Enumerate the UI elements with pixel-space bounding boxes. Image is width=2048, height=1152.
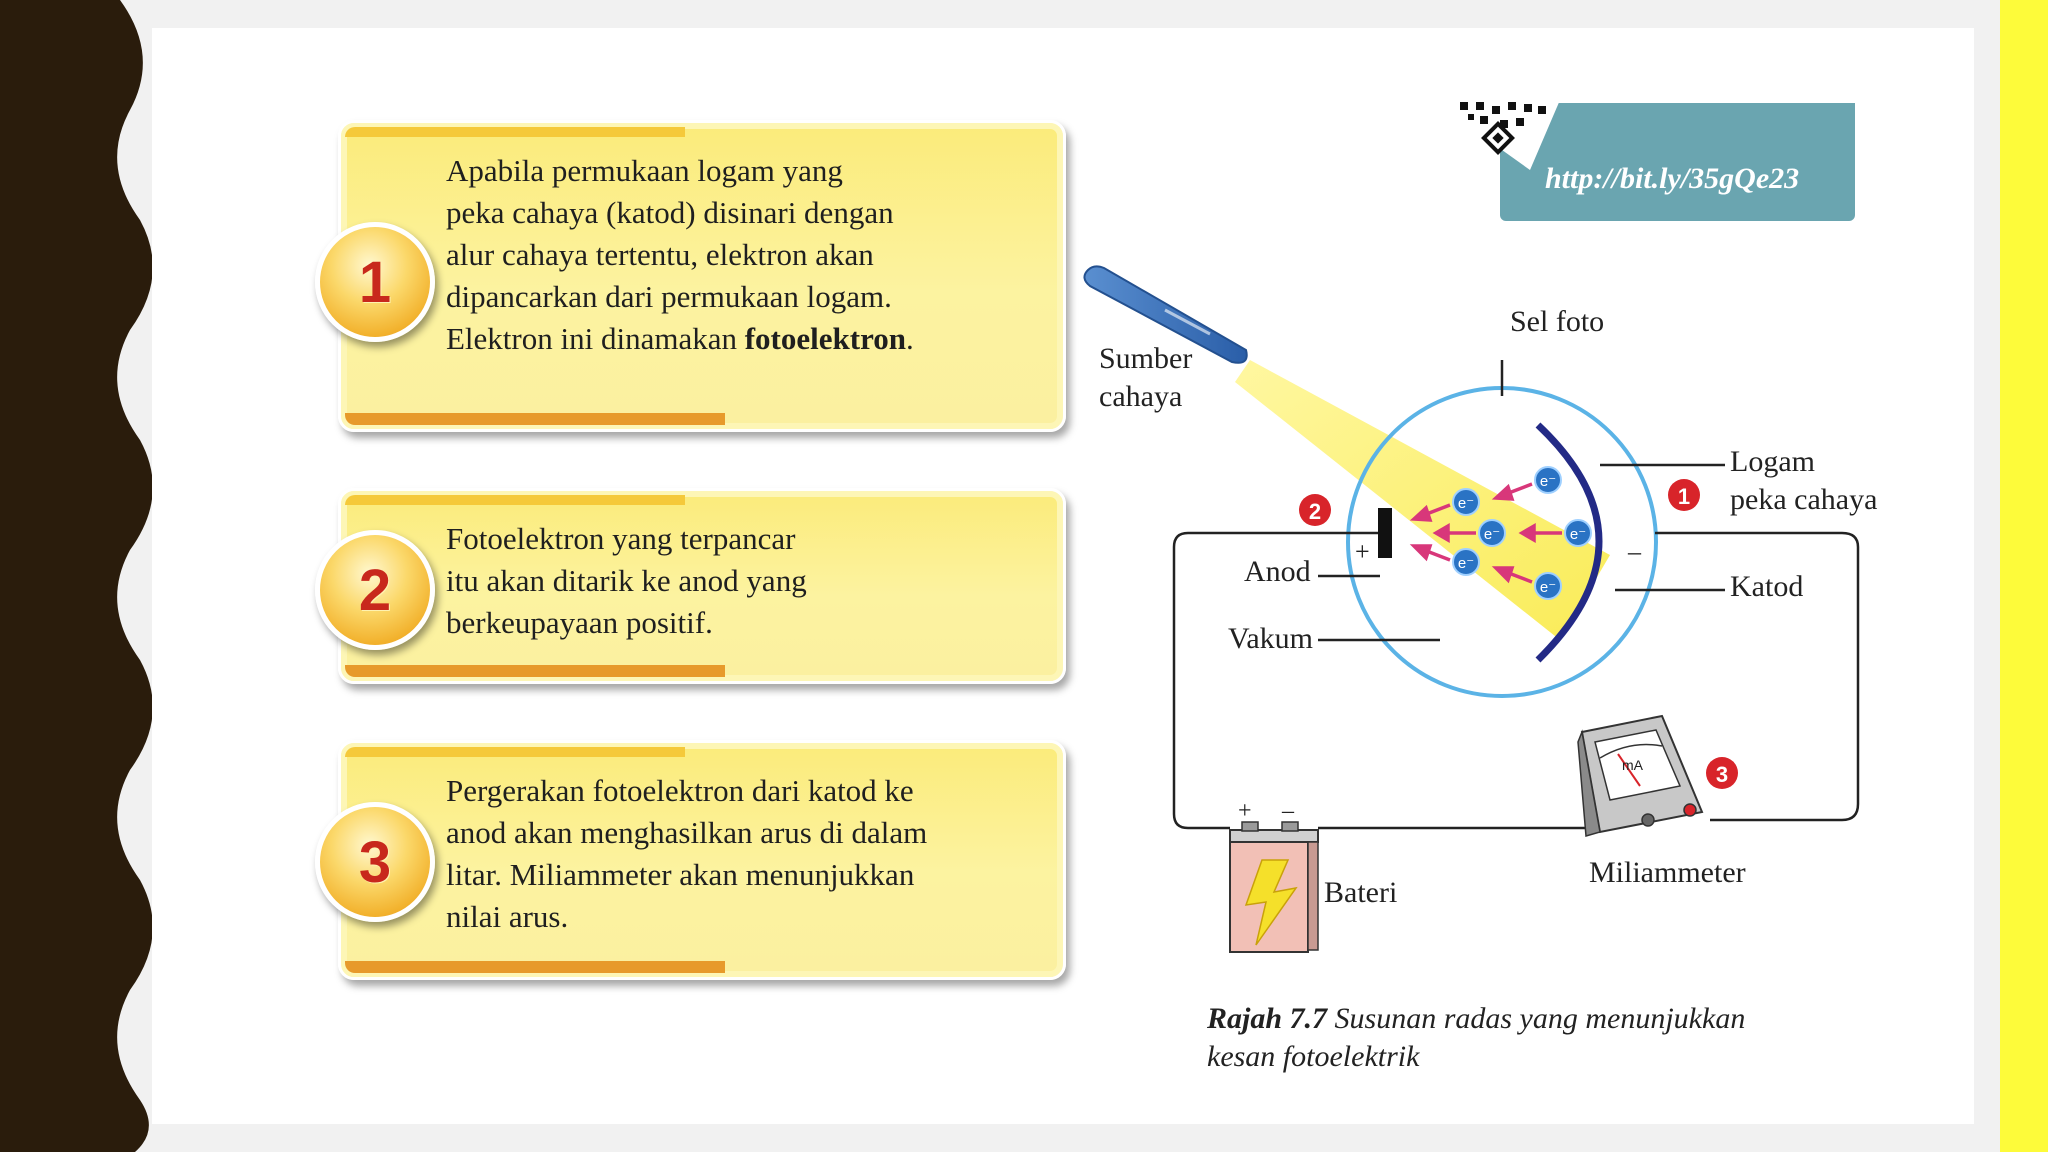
electron-icon: e⁻: [1478, 519, 1506, 547]
right-yellow-band: [2000, 0, 2048, 1152]
anode-plate: [1378, 508, 1392, 558]
step-card-2: Fotoelektron yang terpancar itu akan dit…: [338, 488, 1066, 684]
link-url[interactable]: http://bit.ly/35gQe23: [1545, 162, 1800, 195]
marker-3-icon: 3: [1706, 757, 1738, 789]
step-1-text: Apabila permukaan logam yang peka cahaya…: [446, 153, 914, 356]
link-box[interactable]: [1500, 103, 1855, 221]
svg-text:1: 1: [1678, 484, 1690, 509]
battery-label: Bateri: [1324, 876, 1398, 909]
cathode-label: Katod: [1730, 570, 1804, 603]
electron-icon: e⁻: [1452, 548, 1480, 576]
arrow-group: [1409, 482, 1562, 584]
svg-text:3: 3: [1716, 762, 1728, 787]
arrow-icon: [1409, 544, 1451, 562]
meter-unit-label: mA: [1622, 757, 1644, 773]
cathode-plate: [1535, 422, 1603, 663]
circuit-wires: [1172, 360, 1860, 830]
electron-icon: e⁻: [1534, 572, 1562, 600]
left-decorative-band: [0, 0, 153, 1152]
light-source-label: Sumber cahaya: [1099, 342, 1193, 413]
metal-label: Logam peka cahaya: [1730, 445, 1878, 516]
step-2-number-badge: 2: [315, 530, 435, 650]
battery-icon: [1229, 821, 1319, 953]
battery-plus-sign: +: [1238, 798, 1252, 824]
svg-text:e⁻: e⁻: [1458, 555, 1474, 572]
marker-1-icon: 1: [1668, 479, 1700, 511]
anode-label: Anod: [1244, 555, 1311, 588]
light-source-icon: [1083, 265, 1248, 364]
svg-text:e⁻: e⁻: [1540, 473, 1556, 490]
electron-icon: e⁻: [1534, 466, 1562, 494]
svg-text:e⁻: e⁻: [1458, 495, 1474, 512]
light-beam: [1235, 360, 1610, 640]
arrow-icon: [1518, 522, 1562, 544]
cathode-minus-sign: –: [1627, 537, 1642, 566]
arrow-icon: [1432, 522, 1476, 544]
step-card-1: Apabila permukaan logam yang peka cahaya…: [338, 120, 1066, 432]
battery-minus-sign: –: [1281, 798, 1295, 824]
svg-text:e⁻: e⁻: [1484, 526, 1500, 543]
step-1-number-badge: 1: [315, 222, 435, 342]
step-2-text: Fotoelektron yang terpancar itu akan dit…: [446, 521, 807, 640]
qr-code-icon: [1432, 100, 1560, 170]
electron-group: e⁻ e⁻ e⁻ e⁻ e⁻ e⁻: [1452, 466, 1592, 600]
svg-text:e⁻: e⁻: [1570, 526, 1586, 543]
step-3-number-badge: 3: [315, 802, 435, 922]
figure-caption: Rajah 7.7 Susunan radas yang menunjukkan…: [1207, 1002, 1746, 1073]
milliammeter-icon: mA: [1577, 714, 1704, 837]
step-card-3: Pergerakan fotoelektron dari katod ke an…: [338, 740, 1066, 980]
step-3-text: Pergerakan fotoelektron dari katod ke an…: [446, 773, 928, 934]
photocell-label: Sel foto: [1510, 305, 1605, 338]
electron-icon: e⁻: [1564, 519, 1592, 547]
electron-icon: e⁻: [1452, 488, 1480, 516]
milliammeter-label: Miliammeter: [1589, 856, 1746, 889]
vacuum-label: Vakum: [1228, 622, 1313, 655]
svg-text:2: 2: [1309, 499, 1321, 524]
step-card-background: [338, 488, 1066, 684]
anode-plus-sign: +: [1355, 537, 1370, 566]
marker-2-icon: 2: [1299, 494, 1331, 526]
arrow-icon: [1491, 566, 1533, 584]
step-card-background: [338, 120, 1066, 432]
arrow-icon: [1491, 482, 1533, 501]
arrow-icon: [1409, 503, 1451, 522]
svg-text:e⁻: e⁻: [1540, 579, 1556, 596]
